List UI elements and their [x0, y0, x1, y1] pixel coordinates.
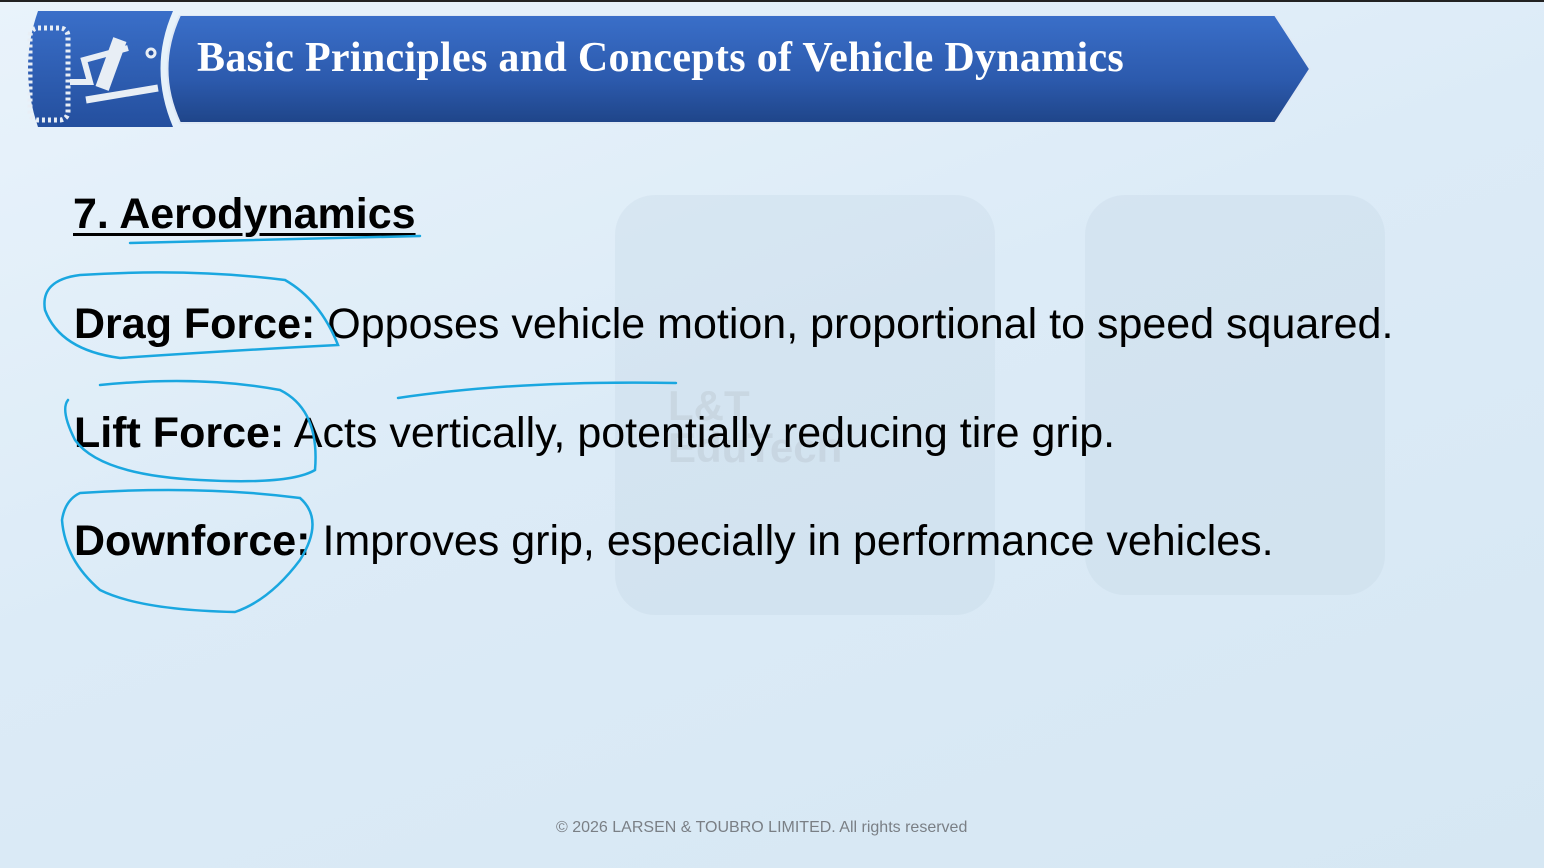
- term: Drag Force:: [74, 300, 316, 348]
- term: Lift Force:: [74, 409, 285, 457]
- suspension-icon: [18, 10, 178, 128]
- watermark: L&T EduTech: [668, 385, 842, 469]
- section-heading: 7. Aerodynamics: [73, 190, 416, 238]
- description: Opposes vehicle motion, proportional to …: [315, 300, 1394, 348]
- watermark-line: L&T: [668, 382, 750, 429]
- list-item-drag-force: Drag Force: Opposes vehicle motion, prop…: [74, 300, 1393, 349]
- description: Acts vertically, potentially reducing ti…: [284, 409, 1116, 457]
- background-charger-shape: [615, 195, 995, 615]
- banner-shape: [166, 15, 1312, 124]
- description: Improves grip, especially in performance…: [310, 517, 1274, 565]
- list-item-downforce: Downforce: Improves grip, especially in …: [74, 517, 1274, 566]
- term: Downforce:: [74, 517, 311, 565]
- watermark-line: EduTech: [668, 424, 843, 471]
- window-top-border: [0, 0, 1544, 2]
- copyright-footer: © 2026 LARSEN & TOUBRO LIMITED. All righ…: [556, 819, 968, 836]
- page-title: Basic Principles and Concepts of Vehicle…: [197, 35, 1125, 81]
- title-banner: [155, 15, 1312, 124]
- background-charger-shape: [1085, 195, 1385, 595]
- list-item-lift-force: Lift Force: Acts vertically, potentially…: [74, 409, 1115, 458]
